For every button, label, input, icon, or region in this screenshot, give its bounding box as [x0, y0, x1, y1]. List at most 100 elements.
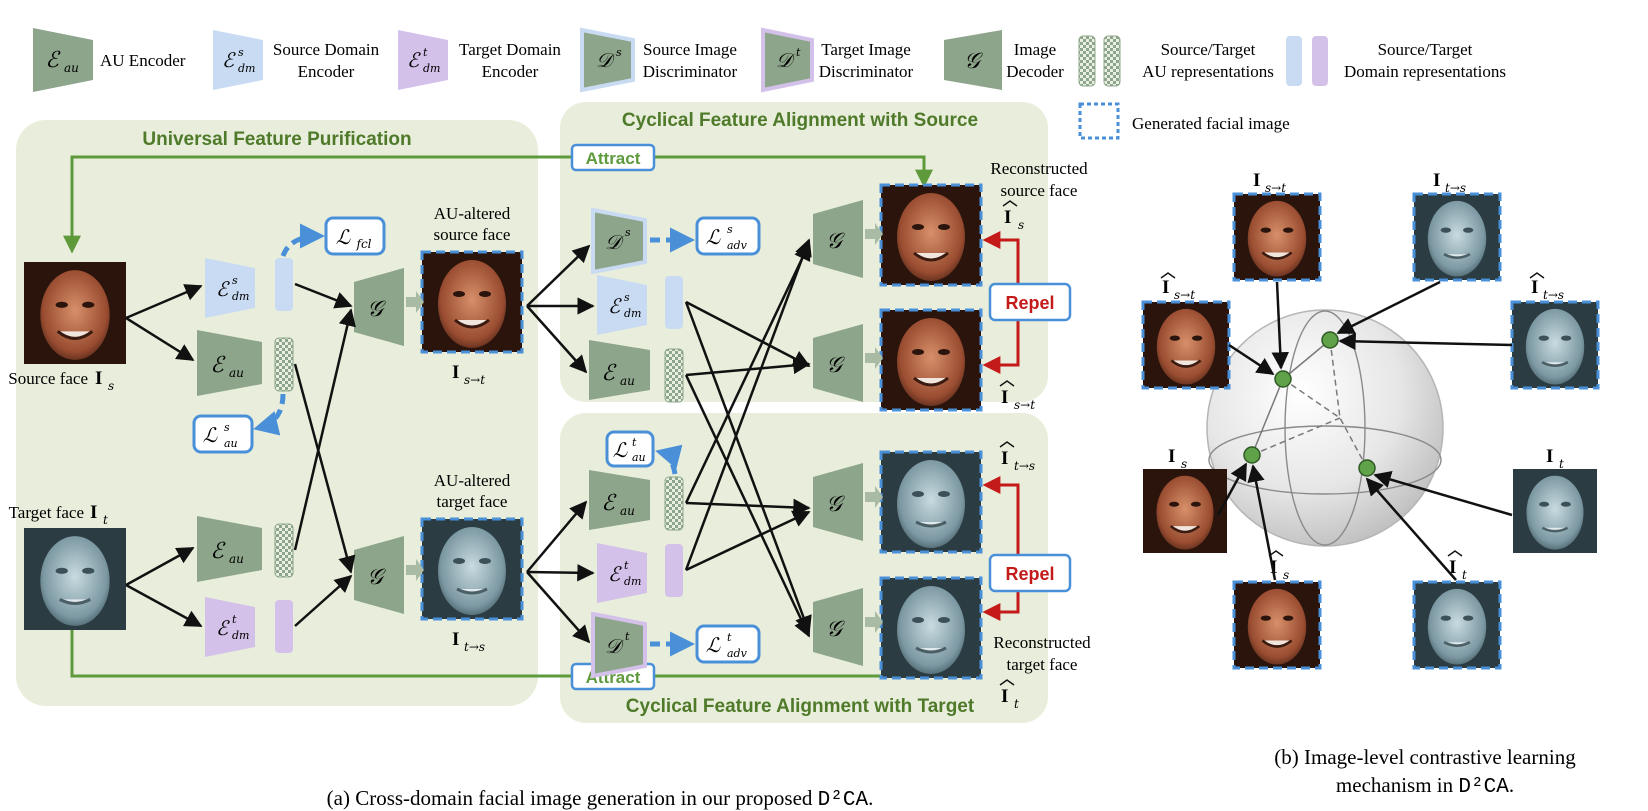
enc-au-s-2-sym: ℰ — [601, 361, 617, 386]
loss-fcl-sym: ℒ — [336, 225, 351, 249]
enc-dm-t-1-sub: dm — [232, 629, 249, 642]
face-reconstructed-t2s — [879, 450, 983, 554]
caption-b-line2: mechanism in D²CA. — [1336, 773, 1514, 799]
caption-a-model: D²CA — [818, 789, 869, 811]
legend-target-domain-encoder: ℰ t dm Target Domain Encoder — [398, 30, 561, 90]
enc-au-t-1-sym: ℰ — [210, 539, 226, 564]
legend-sde-sup: s — [238, 46, 244, 59]
legend-au-encoder: ℰ au AU Encoder — [33, 28, 186, 92]
loss-adv-t-sup: t — [727, 631, 732, 644]
enc-au-t-1-sub: au — [229, 552, 244, 566]
decoder-cyc-4-sym: 𝒢 — [826, 617, 845, 642]
repr-domain-s-1 — [275, 258, 293, 311]
legend-domain-repr-label-2: Domain representations — [1344, 62, 1506, 81]
attract-top: Attract — [63, 143, 933, 254]
legend-au-encoder-sub: au — [64, 61, 79, 75]
decoder-ut-sym: 𝒢 — [367, 565, 386, 590]
enc-dm-s-1: ℰ s dm — [205, 258, 255, 318]
source-face-label: Source face — [8, 369, 88, 388]
caption-a-prefix: (a) Cross-domain facial image generation… — [327, 786, 818, 810]
caption-a-period: . — [868, 786, 873, 810]
legend-sde-sub: dm — [238, 62, 255, 75]
I-t2s-sub: t→s — [464, 640, 485, 654]
enc-au-s-1-sym: ℰ — [210, 353, 226, 378]
loss-au-t: ℒ t au — [605, 430, 655, 468]
b-face-Ihat-t2s — [1510, 300, 1600, 390]
Ihat-t2s-sub: t→s — [1014, 459, 1035, 473]
b-Ihat-s2t-I: I — [1162, 277, 1169, 298]
enc-dm-t-2-sup: t — [624, 559, 629, 572]
target-face-I: I — [90, 502, 97, 523]
au-altered-source-label-1: AU-altered — [434, 204, 511, 223]
enc-au-t-2-sub: au — [620, 504, 635, 518]
disc-source-sup: s — [625, 226, 631, 239]
legend-sd-symbol: 𝒟 — [596, 48, 616, 72]
legend-au-repr-label-2: AU representations — [1142, 62, 1274, 81]
loss-au-s: ℒ s au — [192, 414, 254, 454]
enc-dm-s-1-sym: ℰ — [216, 277, 230, 301]
caption-b-prefix: mechanism in — [1336, 773, 1458, 797]
legend-au-encoder-label: AU Encoder — [100, 51, 186, 70]
decoder-cyc-1-sym: 𝒢 — [826, 229, 845, 254]
legend-tde-label-1: Target Domain — [459, 40, 561, 59]
b-face-I-t — [1511, 467, 1599, 555]
b-Ihat-s-sub: s — [1283, 568, 1289, 582]
repel-label-top: Repel — [1005, 293, 1054, 313]
legend-td-label-1: Target Image — [821, 40, 911, 59]
Ihat-s-I: I — [1004, 207, 1011, 228]
decoder-cyc-1: 𝒢 — [813, 200, 883, 278]
legend-generated-image: Generated facial image — [1078, 102, 1290, 140]
disc-source: 𝒟 s — [591, 207, 647, 275]
loss-au-t-sub: au — [632, 451, 646, 464]
legend-sd-label-1: Source Image — [643, 40, 737, 59]
decoder-cyc-3-sym: 𝒢 — [826, 492, 845, 517]
b-Ihat-t-I: I — [1449, 557, 1456, 578]
decoder-universal-target: 𝒢 — [354, 536, 424, 614]
face-au-altered-source — [420, 250, 524, 354]
legend-source-domain-encoder: ℰ s dm Source Domain Encoder — [213, 30, 380, 90]
b-I-s-sub: s — [1181, 457, 1187, 471]
legend-sde-label-2: Encoder — [298, 62, 355, 81]
node-center-left — [1274, 370, 1292, 388]
recon-source-label-2: source face — [1001, 181, 1078, 200]
loss-au-t-sym: ℒ — [613, 438, 628, 462]
legend-target-discriminator: 𝒟 t Target Image Discriminator — [761, 27, 914, 93]
enc-dm-t-2: ℰ t dm — [597, 543, 647, 603]
legend-sd-sup: s — [616, 46, 622, 59]
legend-decoder-label-1: Image — [1014, 40, 1056, 59]
b-Ihat-t2s-I: I — [1531, 277, 1538, 298]
repr-domain-s-2 — [665, 276, 683, 329]
legend-au-repr-label-1: Source/Target — [1161, 40, 1256, 59]
loss-au-s-sup: s — [224, 421, 230, 434]
b-I-t-I: I — [1546, 446, 1553, 467]
Ihat-t-sub: t — [1014, 697, 1019, 711]
decoder-cyc-2: 𝒢 — [813, 324, 883, 402]
node-top-right — [1321, 331, 1339, 349]
b-I-t-sub: t — [1559, 457, 1564, 471]
legend-td-label-2: Discriminator — [819, 62, 914, 81]
caption-b-model: D²CA — [1458, 776, 1509, 799]
legend-tde-sup: t — [423, 46, 428, 59]
face-target-input — [22, 526, 128, 632]
legend-tde-symbol: ℰ — [407, 48, 421, 72]
enc-dm-t-2-sym: ℰ — [608, 562, 622, 586]
disc-target: 𝒟 t — [591, 611, 647, 679]
attract-label-top: Attract — [586, 149, 641, 168]
caption-b-line1: (b) Image-level contrastive learning — [1274, 745, 1576, 769]
legend-td-sup: t — [796, 46, 801, 59]
recon-source-label-1: Reconstructed — [990, 159, 1088, 178]
loss-adv-s-sym: ℒ — [706, 225, 721, 249]
repr-au-t-1 — [274, 523, 294, 578]
legend-sde-symbol: ℰ — [222, 48, 236, 72]
b-face-I-s2t — [1232, 192, 1322, 282]
b-Ihat-t-sub: t — [1462, 568, 1467, 582]
I-s2t-sub: s→t — [464, 373, 485, 387]
Ihat-t-I: I — [1001, 686, 1008, 707]
legend-au-encoder-symbol: ℰ — [45, 48, 61, 73]
decoder-cyc-4: 𝒢 — [813, 588, 883, 666]
loss-adv-s-sup: s — [727, 223, 733, 236]
b-face-I-s — [1141, 467, 1229, 555]
source-face-I: I — [95, 368, 102, 389]
enc-dm-s-1-sup: s — [232, 274, 238, 287]
decoder-us-sym: 𝒢 — [367, 297, 386, 322]
